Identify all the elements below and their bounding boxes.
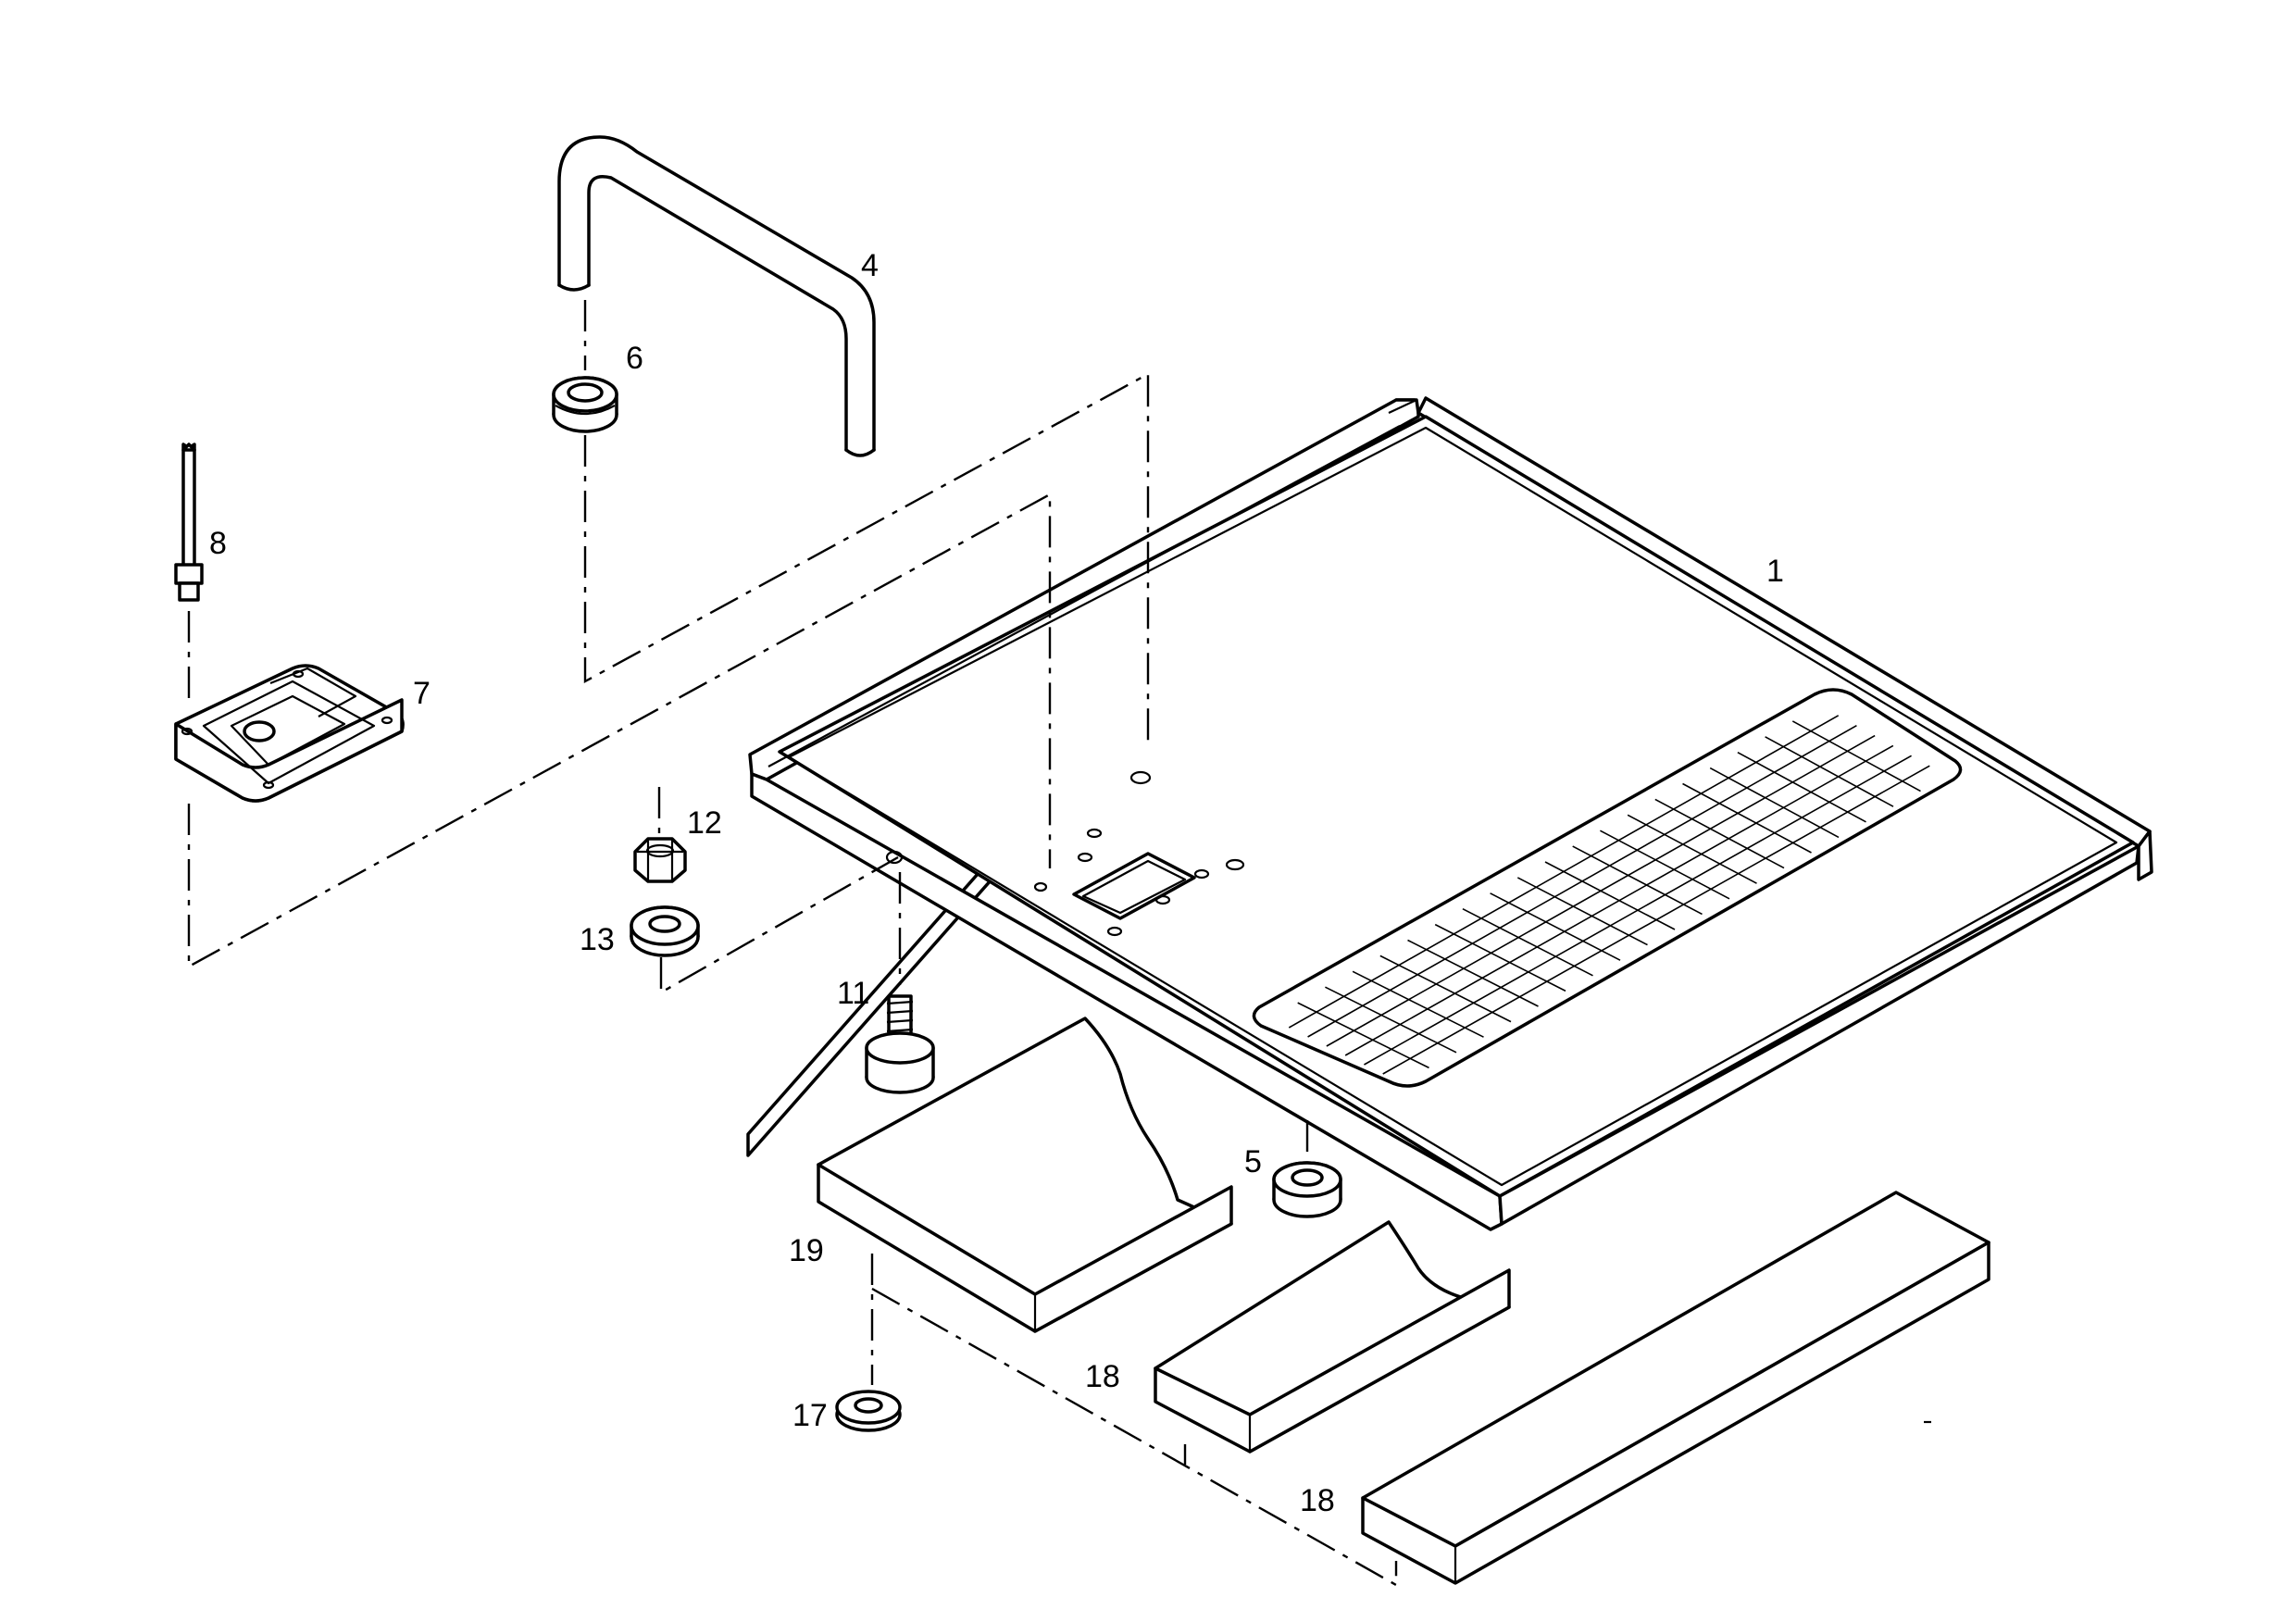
label-part-6: 6 bbox=[626, 341, 643, 376]
grid-line bbox=[1516, 877, 1648, 946]
grid-line bbox=[1382, 765, 1930, 1075]
grid-panel bbox=[1252, 688, 1963, 1088]
strip-part-18b bbox=[1361, 1191, 1990, 1585]
label-part-18a: 18 bbox=[1085, 1359, 1120, 1394]
label-part-4: 4 bbox=[861, 248, 879, 283]
label-part-7: 7 bbox=[413, 676, 430, 711]
grid-line bbox=[1765, 736, 1894, 807]
grid-line bbox=[1737, 751, 1866, 823]
grid-line bbox=[1434, 923, 1566, 992]
label-part-1: 1 bbox=[1766, 554, 1784, 589]
label-part-13: 13 bbox=[580, 922, 615, 957]
pad-part-19 bbox=[817, 1017, 1233, 1333]
grid-line bbox=[1325, 986, 1457, 1054]
assembly-lines bbox=[187, 300, 1398, 1588]
grid-line bbox=[1326, 734, 1876, 1047]
grid-line bbox=[1307, 725, 1857, 1038]
grid-line bbox=[1352, 970, 1484, 1038]
tray-part-1 bbox=[746, 396, 2153, 1231]
label-part-18b: 18 bbox=[1300, 1483, 1335, 1518]
grid-line bbox=[1490, 892, 1621, 961]
washer-part-13 bbox=[630, 905, 700, 957]
grid-line bbox=[1682, 782, 1812, 854]
nut-part-12 bbox=[633, 837, 687, 883]
tray-holes bbox=[885, 770, 1245, 937]
grid-line bbox=[1344, 744, 1894, 1056]
grid-line bbox=[1288, 715, 1840, 1029]
strip-part-18a bbox=[1154, 1220, 1511, 1454]
label-part-12: 12 bbox=[687, 805, 722, 841]
grid-line bbox=[1462, 907, 1593, 977]
grid-line bbox=[1544, 861, 1676, 930]
washer-part-17 bbox=[835, 1390, 902, 1432]
tube-part-4 bbox=[557, 135, 876, 457]
tray-cutout bbox=[1072, 852, 1196, 920]
grid-line bbox=[1407, 939, 1539, 1007]
label-part-11: 11 bbox=[837, 976, 869, 1011]
plate-part-7 bbox=[174, 664, 405, 803]
label-part-17: 17 bbox=[792, 1398, 828, 1433]
grid-line bbox=[1791, 720, 1921, 792]
grid-line bbox=[1364, 755, 1912, 1066]
grid-line bbox=[1297, 1002, 1429, 1069]
label-part-19: 19 bbox=[789, 1233, 824, 1268]
grid-line bbox=[1379, 954, 1512, 1023]
pin-part-8 bbox=[174, 443, 204, 602]
grommet-part-6 bbox=[552, 376, 618, 433]
label-part-5: 5 bbox=[1244, 1144, 1262, 1179]
grid-line bbox=[1654, 798, 1785, 869]
screw-part-11 bbox=[865, 994, 935, 1094]
grid-line bbox=[1709, 767, 1840, 839]
label-part-8: 8 bbox=[209, 526, 227, 561]
foot-part-5 bbox=[1272, 1161, 1342, 1218]
grid-line bbox=[1572, 845, 1703, 916]
grid-line bbox=[1627, 814, 1757, 884]
grid-line bbox=[1600, 830, 1730, 900]
